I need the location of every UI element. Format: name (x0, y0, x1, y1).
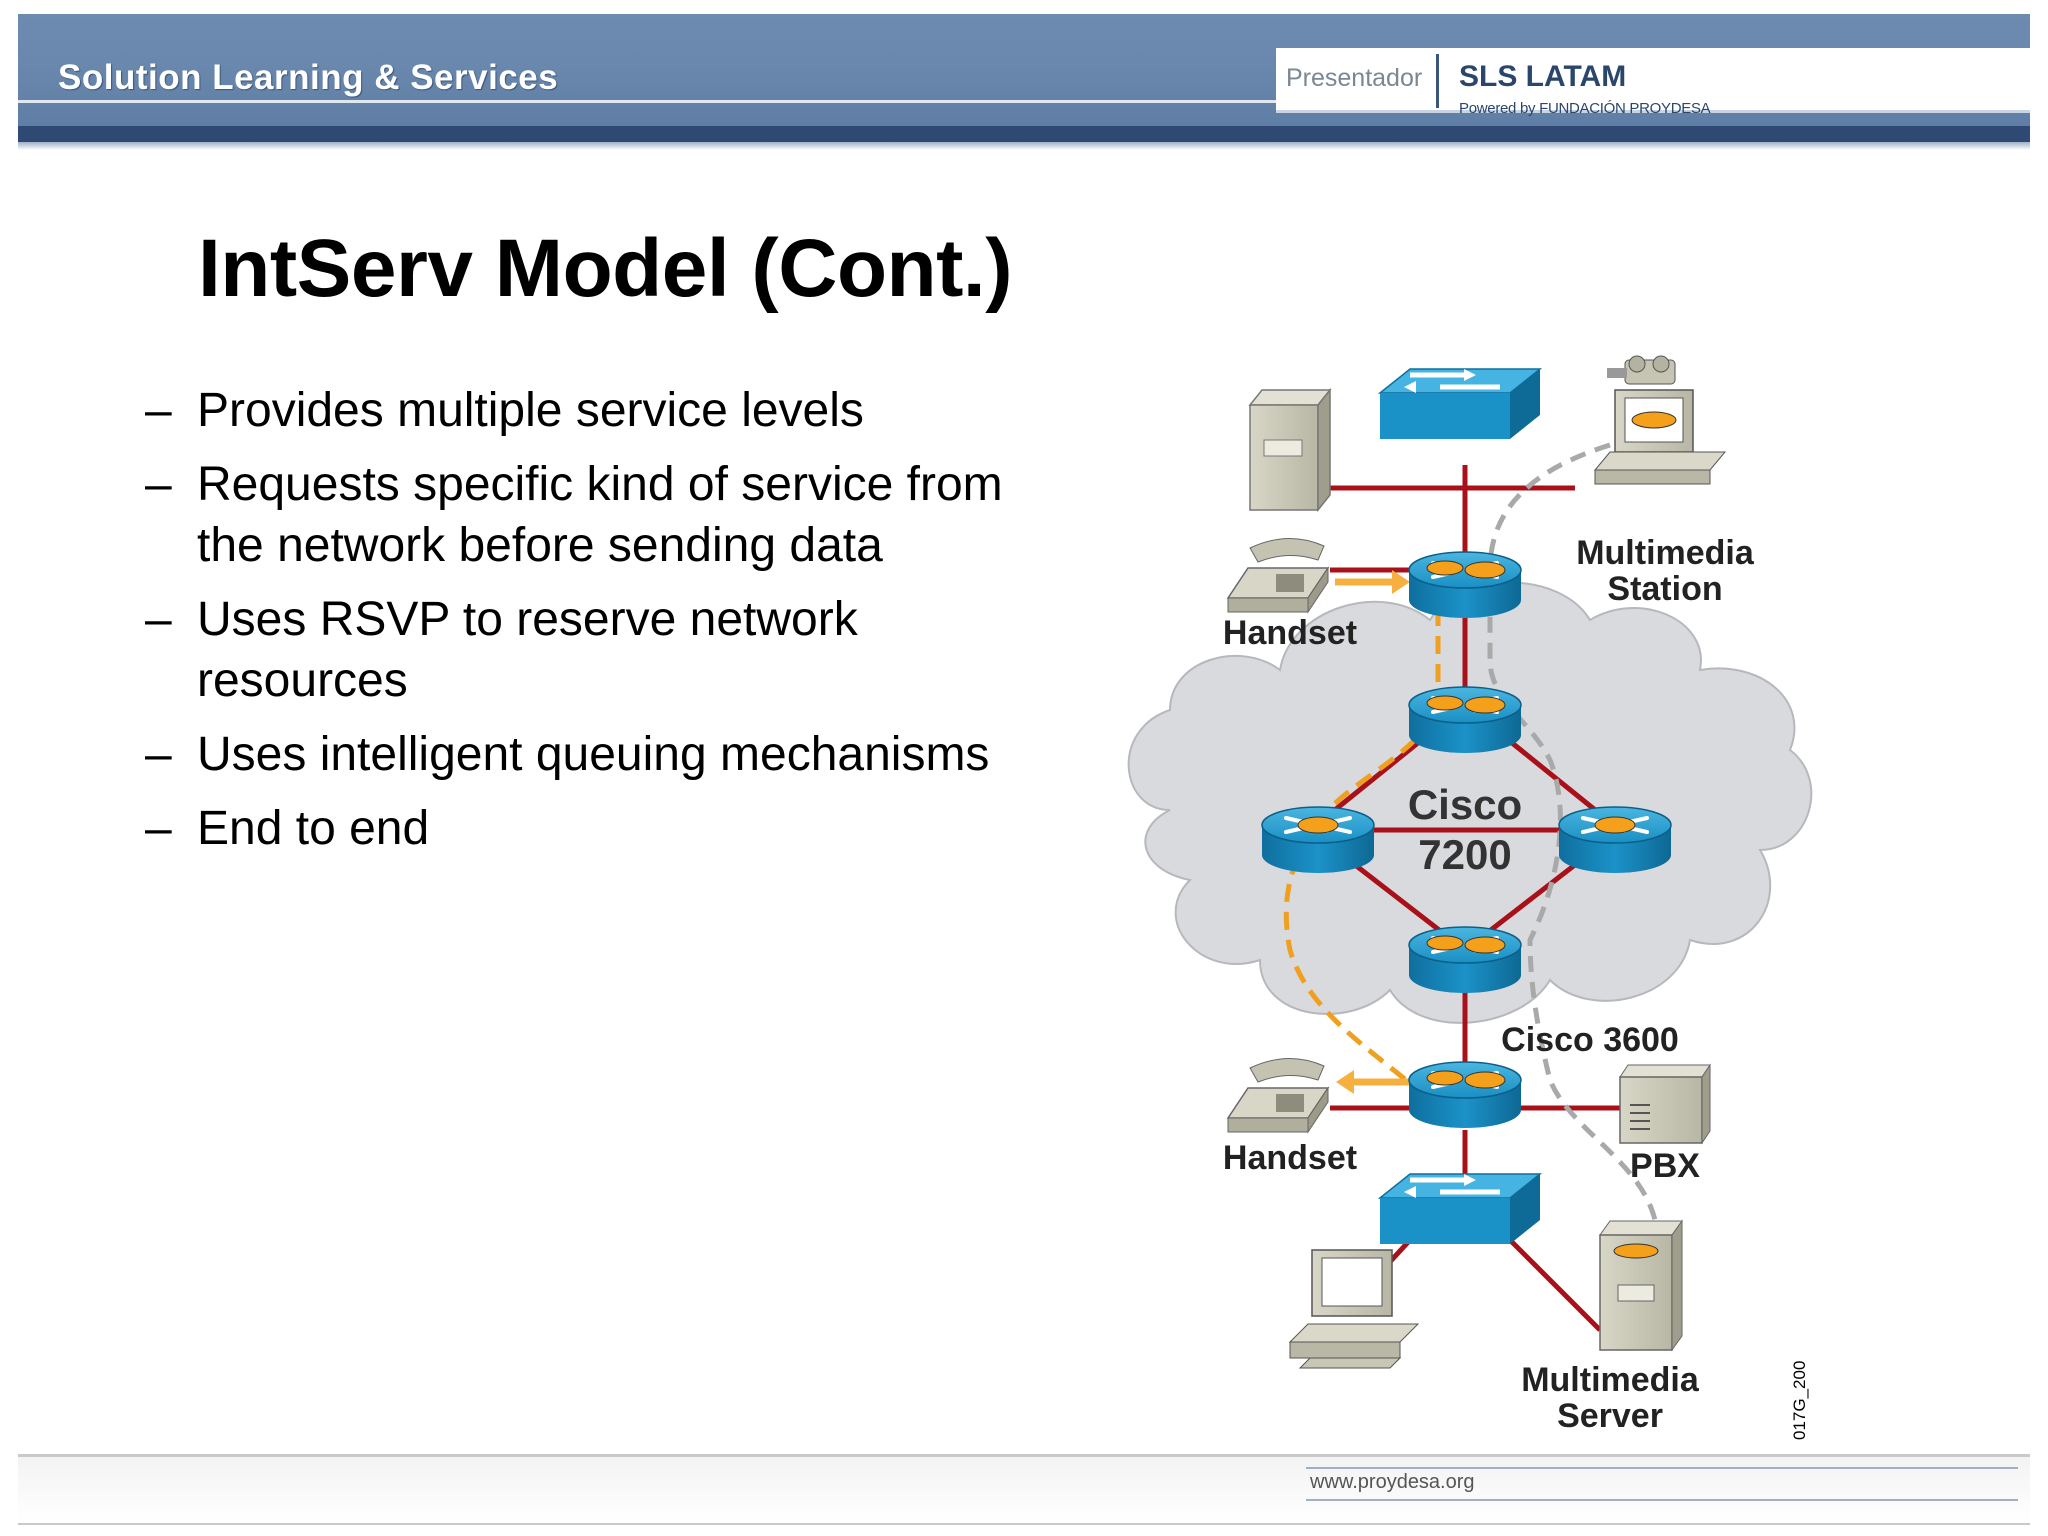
bullet-dash: – (145, 593, 172, 646)
cloud-icon (1127, 581, 1813, 1024)
label-multimedia-station: Multimedia Station (1576, 534, 1754, 608)
presenter-divider (1436, 54, 1439, 108)
slide-footer: www.proydesa.org (18, 1454, 2030, 1525)
pbx-icon (1619, 1063, 1711, 1145)
label-pbx: PBX (1630, 1147, 1700, 1185)
slide-header: Solution Learning & Services Presentador… (18, 14, 2030, 150)
server-icon (1248, 387, 1332, 513)
computer-icon (1288, 1249, 1420, 1369)
bullet-item: –Requests specific kind of service from … (145, 454, 1025, 576)
bullet-text: Provides multiple service levels (197, 384, 864, 437)
bullet-item: –Uses intelligent queuing mechanisms (145, 724, 1025, 785)
intserv-diagram: Multimedia Station Handset Cisco 7200 Ci… (1110, 340, 1830, 1450)
bullet-dash: – (145, 458, 172, 511)
switch-icon (1380, 369, 1540, 439)
bullet-text: Requests specific kind of service from t… (197, 458, 1003, 572)
header-dark-strip (18, 126, 2030, 142)
bullet-dash: – (145, 802, 172, 855)
rsvp-reservation-path (1283, 580, 1442, 1112)
footer-rule-bottom (1306, 1499, 2018, 1501)
footer-rule-top (1306, 1467, 2018, 1469)
presenter-box: Presentador SLS LATAM Powered by FUNDACI… (1276, 48, 2030, 117)
bullet-dash: – (145, 728, 172, 781)
bullet-item: –End to end (145, 798, 1025, 859)
org-subtitle: Powered by FUNDACIÓN PROYDESA (1459, 100, 1711, 117)
label-multimedia-server: Multimedia Server (1521, 1361, 1699, 1435)
bullet-list: –Provides multiple service levels –Reque… (145, 380, 1025, 872)
header-shadow (18, 142, 2030, 150)
org-title: SLS LATAM (1459, 60, 1627, 93)
router-icon (1407, 550, 1523, 620)
brand-underline (18, 100, 1276, 103)
bullet-item: –Uses RSVP to reserve network resources (145, 589, 1025, 711)
bullet-text: Uses intelligent queuing mechanisms (197, 728, 990, 781)
router-icon (1407, 685, 1523, 755)
router-icon (1557, 805, 1673, 875)
label-handset-bottom: Handset (1222, 1139, 1358, 1177)
bullet-dash: – (145, 384, 172, 437)
label-handset-top: Handset (1222, 614, 1358, 652)
figure-code: 017G_200 (1790, 1360, 1809, 1440)
phone-icon (1226, 1057, 1330, 1134)
presenter-label: Presentador (1286, 64, 1423, 92)
bullet-item: –Provides multiple service levels (145, 380, 1025, 441)
bullet-text: Uses RSVP to reserve network resources (197, 593, 858, 707)
bullet-text: End to end (197, 802, 430, 855)
server-icon (1599, 1219, 1683, 1352)
arrow-to-router-top (1335, 570, 1410, 594)
label-cisco-7200: Cisco 7200 (1407, 781, 1523, 878)
slide-title: IntServ Model (Cont.) (198, 223, 1013, 314)
router-icon (1407, 925, 1523, 995)
footer-url: www.proydesa.org (1310, 1471, 1475, 1493)
label-cisco-3600: Cisco 3600 (1501, 1021, 1679, 1059)
phone-icon (1226, 537, 1330, 614)
arrow-to-handset-bottom (1336, 1070, 1410, 1094)
router-icon (1260, 805, 1376, 875)
router-icon (1407, 1060, 1523, 1130)
brand-title: Solution Learning & Services (58, 58, 559, 97)
switch-icon (1380, 1174, 1540, 1244)
workstation-camera-icon (1593, 355, 1727, 485)
diagram-canvas (1127, 355, 1813, 1369)
